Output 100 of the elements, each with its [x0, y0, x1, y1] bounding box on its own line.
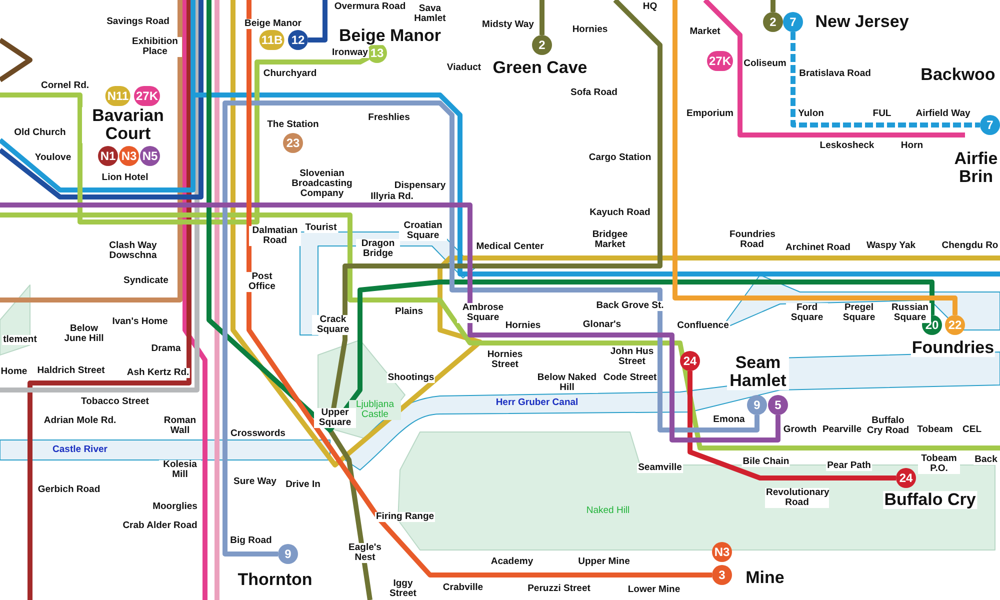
- station-name: Emona: [712, 415, 746, 425]
- station-name: Drive In: [284, 480, 322, 490]
- station-name: Emporium: [686, 109, 734, 119]
- route-number-badge: 5: [768, 395, 788, 415]
- station-name: Lower Mine: [626, 585, 682, 595]
- route-number-badge: 7: [980, 115, 1000, 135]
- station-name: Eagle's Nest: [346, 543, 384, 563]
- station-name: Horn: [900, 141, 924, 151]
- station-name: Midsty Way: [481, 20, 535, 30]
- route-line: [790, 32, 980, 128]
- station-name: Cargo Station: [588, 153, 652, 163]
- route-number-badge: 9: [278, 544, 298, 564]
- station-name: The Station: [266, 120, 320, 130]
- station-name: Home: [0, 367, 28, 377]
- route-line: [0, 202, 780, 442]
- route-number-badge: N3: [119, 146, 139, 166]
- station-name: Kolesia Mill: [159, 460, 201, 480]
- station-name: Cornel Rd.: [40, 81, 90, 91]
- station-name: Tourist: [304, 223, 338, 233]
- station-name: Leskosheck: [818, 141, 876, 151]
- station-name: Crosswords: [230, 429, 286, 439]
- station-name: Peruzzi Street: [526, 584, 592, 594]
- station-name: Pear Path: [826, 461, 872, 471]
- route-number-badge: N11: [105, 86, 131, 106]
- station-name: Back Grove St.: [595, 301, 665, 311]
- station-name: Glonar's: [582, 320, 622, 330]
- route-line: [540, 0, 544, 35]
- station-name: Ash Kertz Rd.: [126, 368, 190, 378]
- station-name: Gerbich Road: [36, 485, 102, 495]
- park-name: Ljubljana Castle: [349, 400, 401, 420]
- station-name: Chengdu Ro: [940, 241, 1000, 251]
- route-line: [222, 100, 760, 556]
- route-line: [770, 0, 776, 12]
- station-name: Big Road: [229, 536, 273, 546]
- station-name: HQ: [642, 2, 658, 12]
- station-name: Lion Hotel: [100, 173, 150, 183]
- station-name: Hornies: [504, 321, 542, 331]
- route-number-badge: 27K: [134, 86, 160, 106]
- route-line: [308, 0, 328, 42]
- station-name: Dalmatian Road: [249, 226, 301, 246]
- station-name: Freshlies: [367, 113, 411, 123]
- district-name: Beige Manor: [338, 27, 442, 45]
- station-name: Kayuch Road: [588, 208, 652, 218]
- station-name: Moorglies: [152, 502, 198, 512]
- route-line: [206, 0, 934, 432]
- station-name: Plains: [394, 307, 424, 317]
- station-name: Yulon: [797, 109, 825, 119]
- station-name: Foundries Road: [728, 230, 776, 250]
- station-name: Illyria Rd.: [370, 192, 414, 202]
- station-name: Waspy Yak: [865, 241, 917, 251]
- station-name: Upper Square: [314, 408, 356, 428]
- district-name: Buffalo Cry: [883, 491, 977, 509]
- station-name: Tobeam: [916, 425, 954, 435]
- route-number-badge: 24: [680, 351, 700, 371]
- station-name: Overmura Road: [333, 2, 407, 12]
- station-name: Coliseum: [742, 59, 788, 69]
- station-name: Churchyard: [262, 69, 318, 79]
- station-name: Airfield Way: [914, 109, 972, 119]
- station-name: Seamville: [637, 463, 683, 473]
- station-name: Croatian Square: [399, 221, 447, 241]
- route-number-badge: N3: [712, 542, 732, 562]
- station-name: Dragon Bridge: [356, 239, 400, 259]
- station-name: CEL: [962, 425, 982, 435]
- district-name: Foundries: [910, 339, 996, 357]
- station-name: Savings Road: [106, 17, 170, 27]
- route-number-badge: 2: [763, 12, 783, 32]
- station-name: John Hus Street: [608, 347, 656, 367]
- station-name: Code Street: [602, 373, 658, 383]
- station-name: Hornies: [571, 25, 609, 35]
- station-name: Ironway: [331, 48, 369, 58]
- station-name: Shootings: [386, 373, 436, 383]
- route-line: [672, 0, 958, 315]
- route-number-badge: 2: [532, 35, 552, 55]
- station-name: Old Church: [13, 128, 67, 138]
- station-name: Firing Range: [374, 512, 436, 522]
- station-name: Iggy Street: [387, 579, 419, 599]
- route-number-badge: N5: [140, 146, 160, 166]
- route-number-badge: 23: [283, 133, 303, 153]
- river-name: Herr Gruber Canal: [494, 398, 580, 408]
- district-name: New Jersey: [814, 13, 910, 31]
- route-number-badge: N1: [98, 146, 118, 166]
- station-name: Archinet Road: [784, 243, 852, 253]
- station-name: Bile Chain: [742, 457, 790, 467]
- station-name: Dispensary: [393, 181, 447, 191]
- route-number-badge: 3: [712, 565, 732, 585]
- route-number-badge: 27K: [707, 51, 733, 71]
- station-name: Back: [974, 455, 998, 465]
- route-line: [246, 0, 712, 578]
- station-name: Growth: [782, 425, 818, 435]
- station-name: Haldrich Street: [36, 366, 106, 376]
- route-number-badge: 7: [783, 12, 803, 32]
- station-name: Ford Square: [786, 303, 828, 323]
- route-line: [688, 371, 896, 480]
- station-name: FUL: [872, 109, 892, 119]
- station-name: Youlove: [34, 153, 72, 163]
- station-name: Bratislava Road: [798, 69, 872, 79]
- station-name: Market: [688, 27, 722, 37]
- station-name: Viaduct: [446, 63, 482, 73]
- station-name: Tobeam P.O.: [918, 454, 960, 474]
- route-number-badge: 9: [747, 395, 767, 415]
